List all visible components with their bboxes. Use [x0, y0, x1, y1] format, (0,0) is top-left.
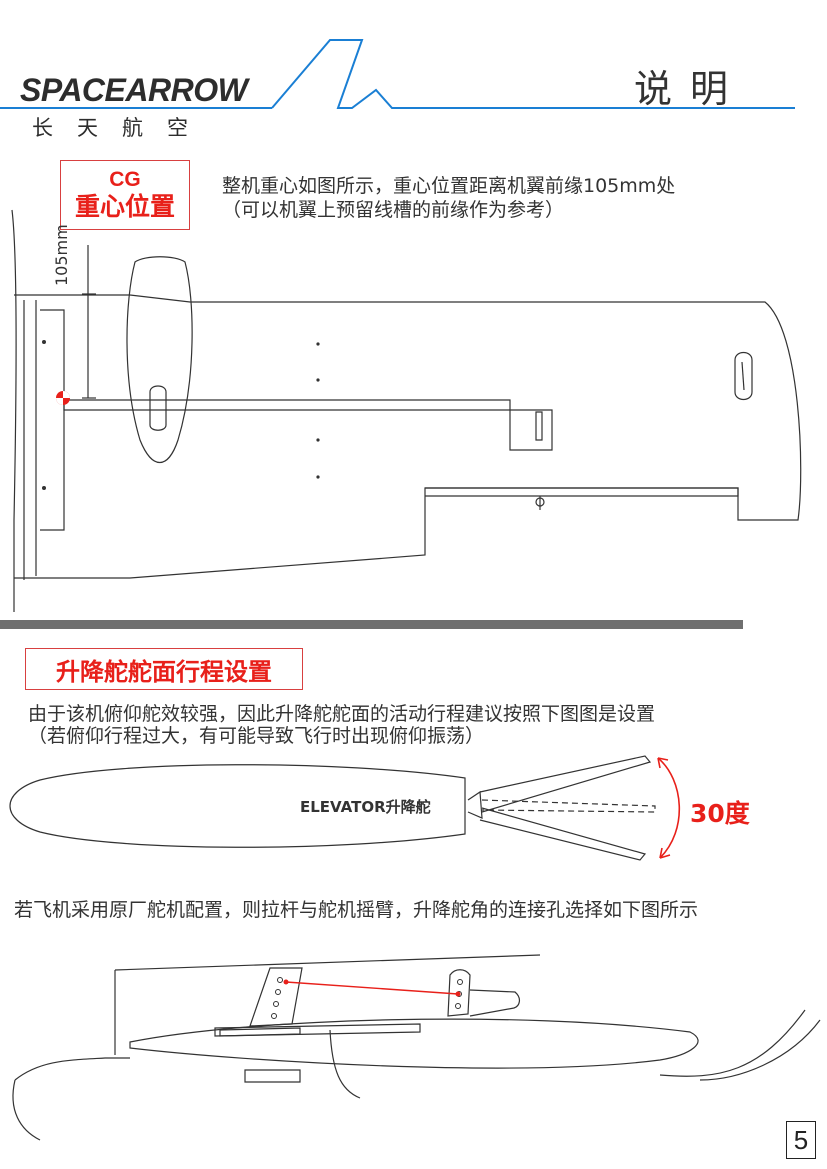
- elevator-side-view-drawing: [9, 755, 656, 861]
- cg-description-line2: （可以机翼上预留线槽的前缘作为参考）: [222, 199, 565, 221]
- cg-marker-icon: [56, 391, 70, 405]
- header-logo-swoosh: [0, 39, 795, 109]
- cg-dimension-label: 105mm: [52, 224, 71, 286]
- brand-chinese-name: 长天航空: [32, 116, 212, 140]
- cg-description-line1: 整机重心如图所示，重心位置距离机翼前缘105mm处: [222, 175, 676, 197]
- elevator-description-line1: 由于该机俯仰舵效较强，因此升降舵舵面的活动行程建议按照下图图是设置: [28, 703, 656, 725]
- cg-badge-line1: CG: [109, 168, 141, 191]
- linkage-holes: [271, 977, 463, 1019]
- wing-top-view-drawing: [11, 209, 802, 612]
- linkage-side-view-drawing: [12, 954, 821, 1141]
- section-divider: [0, 620, 743, 629]
- cg-badge-line2: 重心位置: [74, 192, 175, 221]
- wing-reference-dots: [42, 340, 320, 490]
- elevator-part-label: ELEVATOR升降舵: [300, 798, 431, 816]
- elevator-throw-arc: [657, 757, 681, 859]
- elevator-throw-label: 30度: [690, 799, 750, 828]
- elevator-section-title: 升降舵舵面行程设置: [25, 648, 303, 690]
- page-title: 说明: [634, 67, 747, 111]
- pushrod-line: [283, 979, 461, 997]
- page-number: 5: [786, 1121, 816, 1159]
- linkage-description: 若飞机采用原厂舵机配置，则拉杆与舵机摇臂，升降舵角的连接孔选择如下图所示: [14, 899, 699, 921]
- elevator-description-line2: （若俯仰行程过大，有可能导致飞行时出现俯仰振荡）: [28, 725, 485, 747]
- brand-wordmark: SPACEARROW: [20, 72, 248, 108]
- cg-badge: CG 重心位置: [60, 160, 190, 230]
